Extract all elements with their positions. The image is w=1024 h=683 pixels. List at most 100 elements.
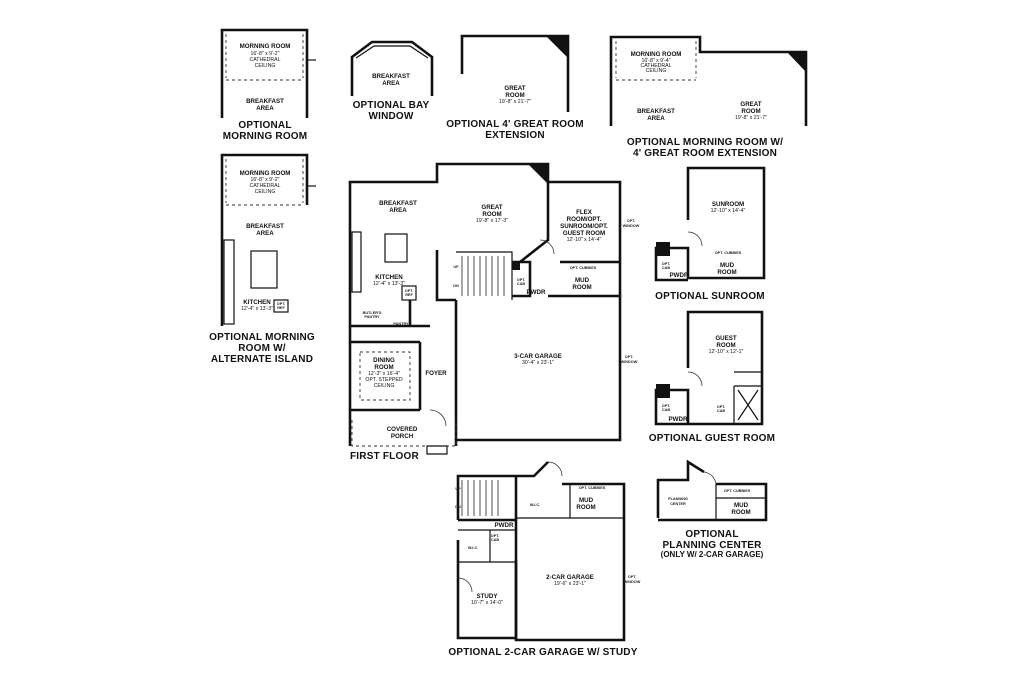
opt-sunroom-plan: SUNROOM 12'-10" x 14'-4" OPT. CUBBIES MU… <box>654 166 766 302</box>
island-kitchen-label: KITCHEN <box>243 299 271 306</box>
ff-dining-2: ROOM <box>374 364 393 371</box>
great-room-ext-label-1: GREAT <box>504 85 525 92</box>
ff-great-room-1: GREAT <box>481 204 502 211</box>
ff-garage-label: 3-CAR GARAGE <box>514 353 562 360</box>
guest-room-1: GUEST <box>715 335 737 342</box>
caption-bay-window-1: OPTIONAL BAY <box>353 100 430 111</box>
first-floor-plan: BREAKFAST AREA GREAT ROOM 19'-8" x 17'-3… <box>348 162 640 462</box>
island-morning-room-note: CATHEDRAL <box>249 183 280 189</box>
garage2-opt-window-2: WINDOW <box>624 580 641 584</box>
ff-breakfast-2: AREA <box>389 207 407 214</box>
morning-room-label: MORNING ROOM <box>240 43 291 50</box>
study-opt-cubbies: OPT. CUBBIES <box>579 486 606 490</box>
ff-opt-window-1b: WINDOW <box>623 224 640 228</box>
garage2-opt-window-1: OPT. <box>628 575 636 579</box>
ff-opt-cab-2: CAB <box>517 282 525 286</box>
ff-kitchen-dim: 12'-4" x 13'-3" <box>373 281 405 287</box>
island-morning-room-dim: 16'-8" x 9'-2" <box>250 177 279 183</box>
bay-breakfast-label-2: AREA <box>382 80 400 87</box>
planning-center-1: PLANNING <box>668 497 688 501</box>
caption-island-2: ROOM W/ <box>238 343 286 354</box>
study-mud-2: ROOM <box>576 504 595 511</box>
study-up: UP <box>455 487 461 491</box>
ff-flex-dim: 12'-10" x 14'-4" <box>567 237 602 243</box>
mr-ext-breakfast-1: BREAKFAST <box>637 108 675 115</box>
caption-opt-morning-room-1: OPTIONAL <box>238 120 291 131</box>
morning-room-note2: CEILING <box>255 63 276 69</box>
pc-mud-1: MUD <box>734 502 749 509</box>
study-label: STUDY <box>477 593 499 600</box>
ff-opt-ref-2: REF <box>405 293 413 297</box>
morning-room-note: CATHEDRAL <box>249 57 280 63</box>
ff-great-room-dim: 19'-8" x 17'-3" <box>476 218 508 224</box>
ff-dining-dim: 12'-3" x 16'-4" <box>368 371 400 377</box>
ff-butlers-2: PANTRY <box>364 315 380 319</box>
ff-butlers-1: BUTLER'S <box>363 311 382 315</box>
ff-opt-window-2b: WINDOW <box>621 360 638 364</box>
garage2-label: 2-CAR GARAGE <box>546 574 594 581</box>
island-opt-ref-2: REF <box>277 306 285 310</box>
caption-island-3: ALTERNATE ISLAND <box>211 354 313 365</box>
sun-opt-cubbies: OPT. CUBBIES <box>715 251 742 255</box>
opt-guest-room-plan: GUEST ROOM 12'-10" x 12'-1" OPT. CAB OPT… <box>649 310 775 444</box>
caption-planning-2: PLANNING CENTER <box>662 540 762 551</box>
breakfast-label-2: AREA <box>256 105 274 112</box>
sun-opt-cab-1: OPT. <box>662 262 670 266</box>
opt-great-room-ext-plan: GREAT ROOM 19'-8" x 21'-7" OPTIONAL 4' G… <box>446 34 584 141</box>
morning-room-ext-label: MORNING ROOM <box>631 51 682 58</box>
caption-bay-window-2: WINDOW <box>368 111 413 122</box>
morning-room-ext-note2: CEILING <box>646 68 667 74</box>
study-opt-cab-1: OPT. <box>491 534 499 538</box>
caption-planning-note: (ONLY W/ 2-CAR GARAGE) <box>661 550 764 559</box>
guest-pwdr: PWDR <box>669 416 688 423</box>
caption-mr-ext-2: 4' GREAT ROOM EXTENSION <box>633 148 777 159</box>
ff-pwdr: PWDR <box>527 289 546 296</box>
ff-opt-ref-1: OPT. <box>405 289 413 293</box>
caption-mr-ext-1: OPTIONAL MORNING ROOM W/ <box>627 137 783 148</box>
opt-bay-window-plan: BREAKFAST AREA OPTIONAL BAY WINDOW <box>350 40 434 122</box>
caption-first-floor: FIRST FLOOR <box>350 451 419 462</box>
caption-island-1: OPTIONAL MORNING <box>209 332 315 343</box>
caption-sunroom: OPTIONAL SUNROOM <box>655 291 765 302</box>
planning-center-2: CENTER <box>670 502 686 506</box>
guest-opt-cab-3: OPT. <box>717 405 725 409</box>
ff-up: UP <box>453 265 459 269</box>
ff-dining-note-2: CEILING <box>374 383 395 389</box>
ff-flex-4: GUEST ROOM <box>563 230 605 237</box>
ff-pantry: PANTRY <box>393 322 409 326</box>
caption-great-room-ext-1: OPTIONAL 4' GREAT ROOM <box>446 119 584 130</box>
sunroom-dim: 12'-10" x 14'-4" <box>711 208 746 214</box>
island-breakfast-2: AREA <box>256 230 274 237</box>
mr-ext-great-2: ROOM <box>741 108 760 115</box>
morning-room-dim: 16'-8" x 9'-2" <box>250 51 279 57</box>
ff-dn: DN <box>453 284 459 288</box>
ff-flex-2: ROOM/OPT. <box>567 216 602 223</box>
sunroom-label: SUNROOM <box>712 201 744 208</box>
ff-porch-1: COVERED <box>387 426 418 433</box>
great-room-ext-dim: 19'-8" x 21'-7" <box>499 99 531 105</box>
caption-great-room-ext-2: EXTENSION <box>485 130 545 141</box>
caption-2car-study: OPTIONAL 2-CAR GARAGE W/ STUDY <box>448 647 637 658</box>
ff-opt-window-2a: OPT. <box>625 355 633 359</box>
morning-room-ext-dim: 16'-8" x 9'-4" <box>641 58 670 64</box>
opt-2car-study-plan: UP DN W.I.C. OPT. CUBBIES MUD ROOM PWDR … <box>448 461 641 658</box>
study-wic-2: W.I.C. <box>468 546 478 550</box>
sun-pwdr: PWDR <box>670 272 689 279</box>
caption-guest-room: OPTIONAL GUEST ROOM <box>649 433 775 444</box>
mr-ext-great-dim: 19'-8" x 21'-7" <box>735 115 767 121</box>
pc-opt-cubbies: OPT. CUBBIES <box>724 489 751 493</box>
island-breakfast-1: BREAKFAST <box>246 223 284 230</box>
guest-room-2: ROOM <box>716 342 735 349</box>
study-pwdr: PWDR <box>495 522 514 529</box>
guest-opt-cab-4: CAB <box>717 409 725 413</box>
pc-mud-2: ROOM <box>731 509 750 516</box>
opt-planning-center-plan: PLANNING CENTER OPT. CUBBIES MUD ROOM OP… <box>656 459 768 559</box>
ff-opt-cubbies: OPT. CUBBIES <box>570 266 597 270</box>
opt-morning-room-ext-plan: MORNING ROOM 16'-8" x 9'-4" CATHEDRAL CE… <box>609 35 808 159</box>
island-morning-room-note2: CEILING <box>255 189 276 195</box>
sun-mud-1: MUD <box>720 262 735 269</box>
study-wic-1: W.I.C. <box>530 503 540 507</box>
study-opt-cab-2: CAB <box>491 538 499 542</box>
ff-mud-2: ROOM <box>572 284 591 291</box>
